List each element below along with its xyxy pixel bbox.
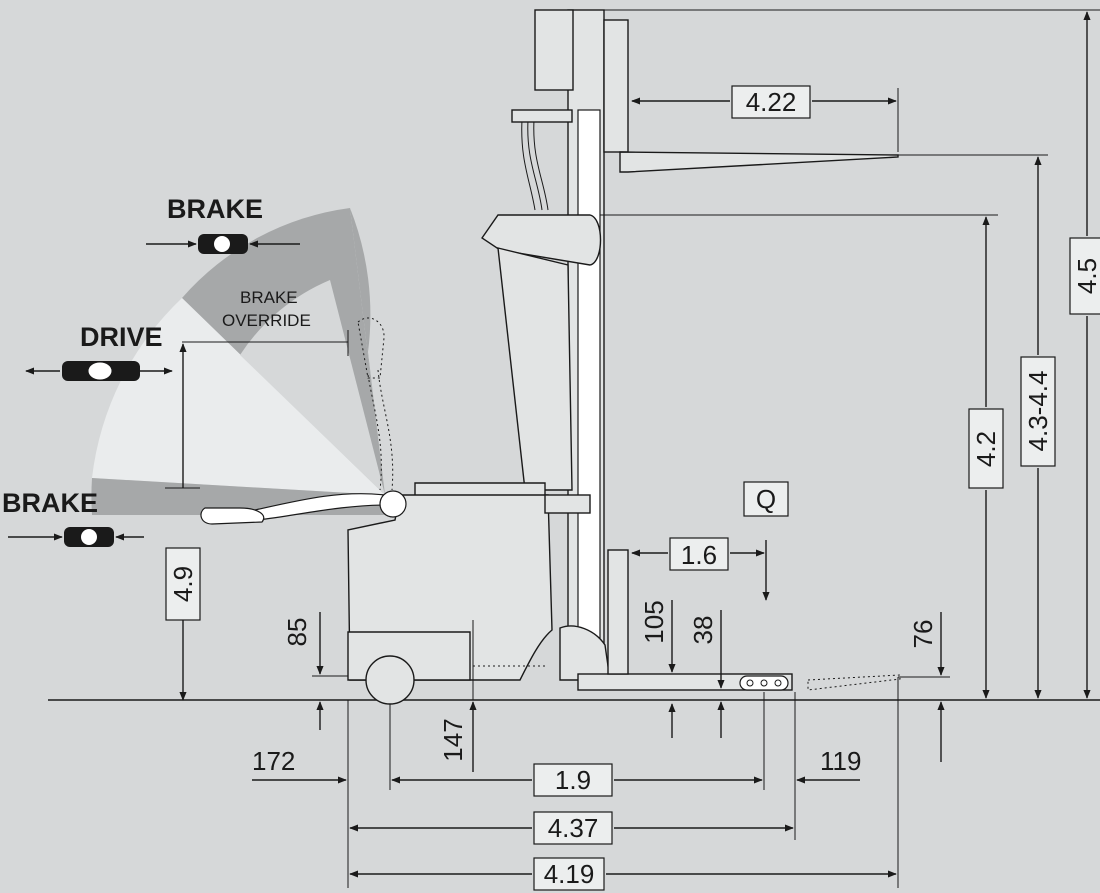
lowered-fork (807, 674, 901, 691)
dim-172-label: 172 (252, 746, 295, 776)
dim-1-6: 1.6 (631, 537, 765, 571)
dim-4-3-4-4-label: 4.3-4.4 (1023, 371, 1053, 452)
truck (347, 9, 901, 705)
dim-85: 85 (282, 612, 348, 730)
dim-76-label: 76 (908, 620, 938, 649)
dim-147-label: 147 (438, 718, 468, 761)
dim-4-5-label: 4.5 (1072, 258, 1100, 294)
dim-4-22: 4.22 (631, 85, 899, 152)
dim-4-2-label: 4.2 (971, 431, 1001, 467)
override-inner (240, 280, 385, 495)
hose-bracket (511, 109, 573, 123)
dim-105-label: 105 (639, 600, 669, 643)
tiller-arm-raised (367, 369, 394, 491)
dim-172: 172 (252, 746, 347, 784)
upper-fork (619, 151, 899, 173)
console-column (497, 247, 573, 491)
dim-q: Q (743, 481, 789, 601)
dim-119: 119 (796, 746, 861, 784)
dim-4-5: 4.5 (604, 9, 1100, 699)
hoses (521, 119, 549, 211)
console-cap (481, 214, 602, 266)
dim-76: 76 (898, 612, 950, 762)
chassis-bracket (544, 494, 591, 514)
dim-extension-lines (347, 677, 899, 888)
dim-147: 147 (438, 620, 548, 772)
dim-38: 38 (688, 610, 725, 738)
load-wheel (739, 675, 789, 691)
dim-4-3-4-4: 4.3-4.4 (898, 154, 1056, 699)
tiller-zones (91, 208, 386, 515)
mast-top (534, 9, 574, 91)
mast-foot (607, 549, 629, 675)
dim-85-label: 85 (282, 618, 312, 647)
dim-4-37: 4.37 (349, 811, 794, 845)
svg-text:BRAKE: BRAKE (240, 288, 298, 307)
dim-4-2: 4.2 (600, 214, 1004, 699)
carriage (603, 19, 629, 153)
base-leg (577, 673, 793, 691)
tiller-head-lowered (200, 507, 265, 525)
mode-brake-top: BRAKE (146, 194, 300, 254)
dim-4-37-label: 4.37 (548, 813, 599, 843)
dim-4-19: 4.19 (349, 857, 897, 891)
brake-override-zone (350, 208, 385, 495)
q-label: Q (756, 484, 776, 514)
brake-bottom-label: BRAKE (2, 488, 98, 518)
mode-brake-bottom: BRAKE (2, 488, 144, 547)
dim-4-9: 4.9 (165, 343, 201, 701)
brake-top-label: BRAKE (167, 194, 263, 224)
drive-wheel (365, 655, 415, 705)
tiller (200, 317, 407, 525)
dim-1-6-label: 1.6 (681, 540, 717, 570)
drive-label: DRIVE (80, 322, 163, 352)
mode-drive: DRIVE (25, 322, 173, 381)
dim-38-label: 38 (688, 616, 718, 645)
load-wheel-pin-3 (774, 679, 782, 687)
svg-text:OVERRIDE: OVERRIDE (222, 311, 311, 330)
dim-119-label: 119 (820, 746, 861, 776)
mast-inner (577, 109, 601, 651)
dim-105: 105 (639, 600, 676, 738)
dim-4-19-label: 4.19 (544, 859, 595, 889)
dim-4-22-label: 4.22 (746, 87, 797, 117)
load-wheel-pin-1 (746, 679, 754, 687)
drive-zone (92, 298, 385, 495)
load-wheel-pin-2 (760, 679, 768, 687)
dim-4-9-label: 4.9 (168, 566, 198, 602)
brake-override-label: BRAKE OVERRIDE (182, 288, 349, 356)
tiller-head-raised (357, 317, 385, 379)
dim-1-9-label: 1.9 (555, 765, 591, 795)
tiller-pivot (379, 490, 407, 518)
dim-1-9: 1.9 (391, 763, 763, 797)
